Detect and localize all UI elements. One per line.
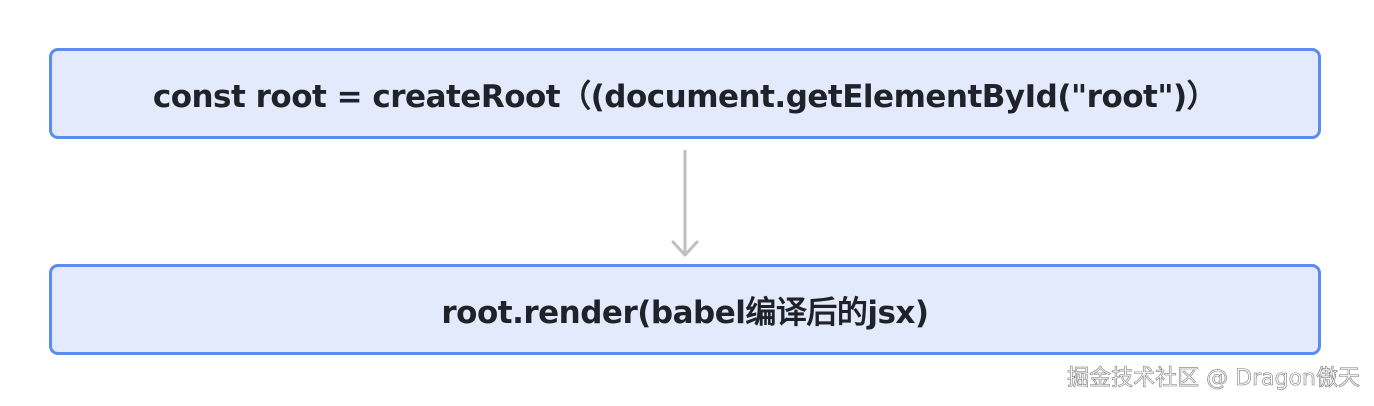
render-node: root.render(babel编译后的jsx): [49, 264, 1321, 355]
arrow-head: [671, 240, 699, 257]
create-root-node: const root = createRoot（(document.getEle…: [49, 48, 1321, 139]
create-root-node-label: const root = createRoot（(document.getEle…: [152, 79, 1218, 115]
watermark: 掘金技术社区 @ Dragon傲天: [1067, 366, 1360, 392]
render-node-label: root.render(babel编译后的jsx): [441, 295, 929, 331]
